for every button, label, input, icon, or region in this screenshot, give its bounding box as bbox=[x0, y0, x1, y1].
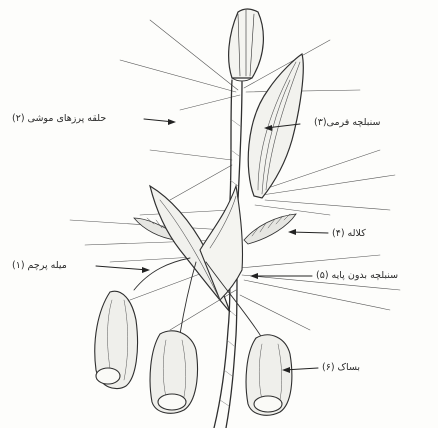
label-anther: بساک (۶) bbox=[322, 362, 360, 374]
label-stamen-filament: میله پرچم (۱) bbox=[12, 260, 67, 272]
label-sessile-spikelet: سنبلچه بدون پایه (۵) bbox=[316, 270, 398, 282]
anther-center bbox=[150, 331, 197, 413]
label-fertile-spikelet: سنبلچه فرمی(۳) bbox=[314, 117, 380, 129]
anther-right bbox=[246, 335, 292, 415]
anther-left bbox=[95, 291, 138, 388]
stamen-filament-center bbox=[180, 262, 196, 334]
label-stigma: کلاله (۴) bbox=[332, 228, 366, 240]
stamen-filament-left bbox=[134, 258, 190, 290]
stigma-feather-right bbox=[244, 214, 296, 244]
label-hair-ring: حلقه پرزهای موشی (۲) bbox=[12, 113, 106, 125]
